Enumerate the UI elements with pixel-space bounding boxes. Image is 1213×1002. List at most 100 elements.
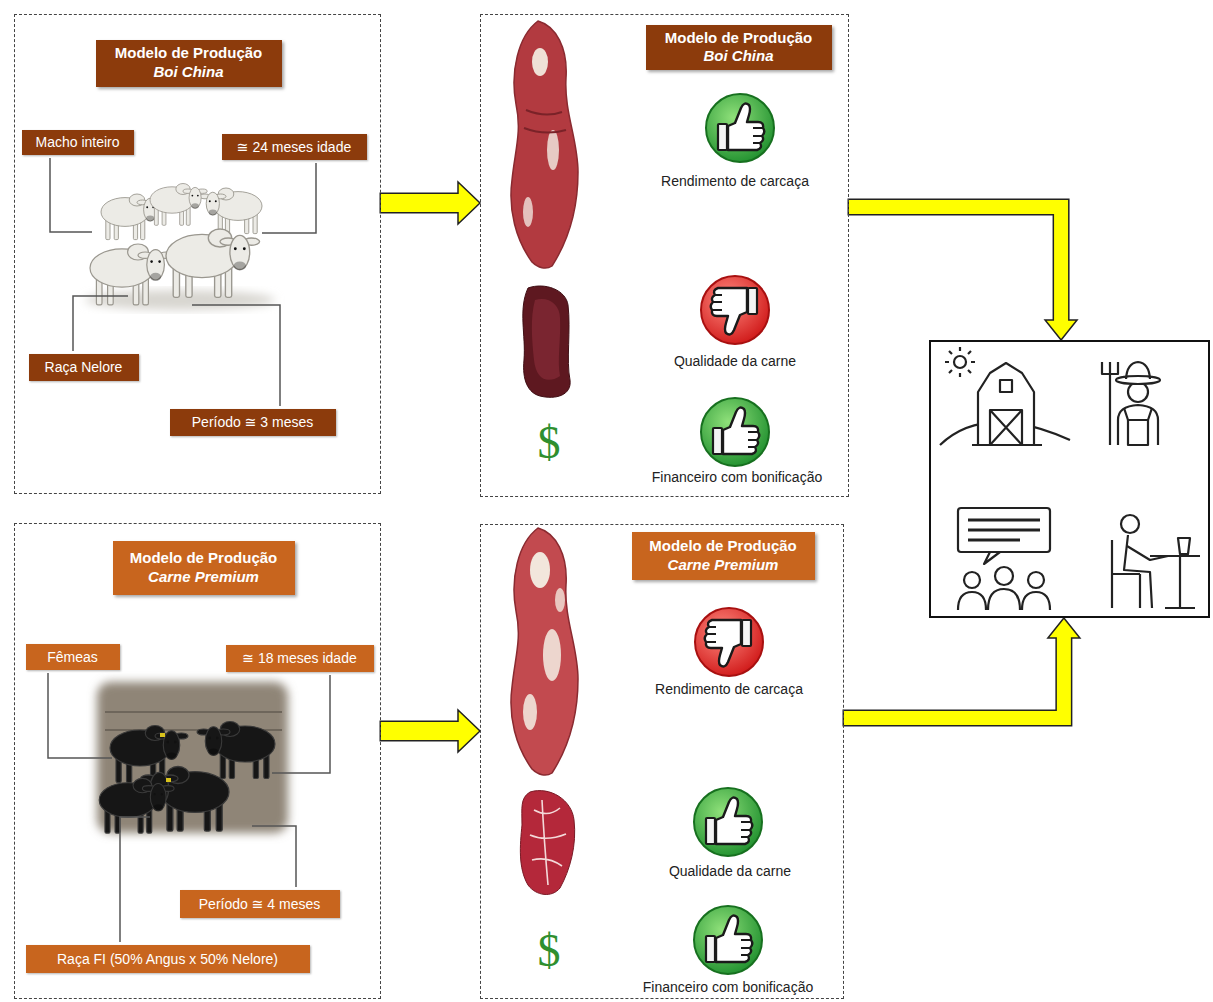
steak-picture: [520, 791, 574, 895]
carcass-picture: [523, 197, 533, 227]
carcass-picture: [532, 48, 548, 76]
dashed-panel: Modelo de ProduçãoBoi China: [480, 14, 849, 497]
thumbs-up-icon: [706, 94, 774, 162]
farmer-icon: [1118, 405, 1158, 445]
arrow-outline: [848, 207, 1062, 320]
farm-icon: [972, 444, 1042, 446]
thumbs-up-icon: [706, 94, 774, 162]
carcass-picture: [555, 588, 565, 612]
farmer-icon: [1128, 420, 1148, 445]
header-text: Modelo de Produção: [649, 537, 797, 556]
header-text: Carne Premium: [668, 556, 779, 575]
icon-box: [929, 340, 1210, 618]
callout-tag: Macho inteiro: [22, 130, 134, 155]
diner-icon: [1112, 540, 1140, 608]
arrow-shaft: [849, 207, 1061, 322]
caption-text: Rendimento de carcaça: [655, 681, 803, 698]
block-arrow: [848, 207, 1078, 340]
meeting-icon: [968, 520, 1040, 540]
steak-picture: [523, 286, 570, 397]
thumbs-up-icon: [694, 906, 762, 974]
nelore-cattle-photo: [150, 184, 207, 226]
diner-icon: [1121, 515, 1139, 533]
farmer-icon: [1102, 362, 1160, 445]
farm-icon: [990, 410, 1022, 445]
callout-tag: Raça FI (50% Angus x 50% Nelore): [26, 945, 310, 973]
header-text: Modelo de Produção: [115, 44, 263, 63]
leader-line: [73, 296, 128, 351]
angus-cattle-photo: [160, 733, 165, 737]
callout-text: ≅ 18 meses idade: [242, 650, 356, 666]
meeting-icon: [958, 589, 1050, 610]
header-box: Modelo de ProduçãoCarne Premium: [632, 532, 815, 580]
header-text: Modelo de Produção: [665, 29, 813, 48]
thumbs-down-icon: [701, 276, 769, 344]
thumbs-up-icon: [713, 408, 759, 454]
callout-tag: ≅ 24 meses idade: [222, 134, 367, 160]
header-text: Boi China: [154, 63, 224, 82]
meeting-icon: [958, 508, 1050, 610]
thumbs-up-icon: [701, 398, 769, 466]
farmer-icon: [1102, 362, 1118, 445]
thumbs-up-icon: [701, 398, 769, 466]
thumbs-down-icon: [695, 608, 763, 676]
arrow-head: [1045, 320, 1077, 340]
callout-text: ≅ 24 meses idade: [237, 139, 351, 155]
header-text: Boi China: [704, 47, 774, 66]
block-arrow: [843, 618, 1080, 718]
farmer-icon: [1116, 376, 1160, 384]
thumbs-up-icon: [694, 906, 762, 974]
arrow-shaft: [381, 722, 460, 740]
arrow-outline: [843, 638, 1064, 718]
thumbs-up-icon: [718, 104, 764, 150]
leader-line: [48, 673, 112, 758]
diner-icon: [1150, 556, 1200, 608]
arrow-head: [458, 710, 480, 752]
meeting-icon: [958, 508, 1050, 552]
diner-icon: [1127, 546, 1168, 560]
carcass-picture: [543, 629, 561, 681]
callout-text: Raça Nelore: [45, 359, 123, 375]
dollar-sign: $: [538, 928, 561, 974]
leader-line: [120, 817, 150, 942]
leader-line: [272, 675, 330, 773]
thumbs-up-icon: [706, 798, 752, 844]
carcass-picture: [547, 130, 559, 170]
thumbs-down-icon: [711, 288, 757, 334]
block-arrow: [380, 710, 481, 752]
arrow-shaft: [844, 636, 1064, 718]
angus-cattle-photo: [97, 682, 288, 833]
callout-text: Macho inteiro: [35, 134, 119, 150]
meeting-icon: [964, 572, 980, 588]
leader-line: [48, 158, 330, 942]
dashed-panel: Modelo de ProduçãoCarne Premium: [480, 524, 844, 999]
leader-line: [192, 305, 280, 406]
carcass-picture: [511, 528, 578, 775]
caption-text: Financeiro com bonificação: [643, 979, 813, 996]
steak-picture: [523, 286, 570, 397]
carcass-picture: [530, 552, 550, 588]
steak-picture: [520, 791, 574, 895]
farmer-icon: [1126, 362, 1150, 379]
carcass-picture: [524, 110, 566, 133]
callout-tag: Período ≅ 4 meses: [180, 890, 340, 918]
callout-tag: Raça Nelore: [29, 354, 139, 381]
leader-line: [252, 826, 296, 887]
caption-text: Financeiro com bonificação: [652, 469, 822, 486]
steak-picture: [530, 800, 566, 885]
nelore-cattle-photo: [85, 184, 275, 311]
thumbs-down-icon: [701, 276, 769, 344]
arrow-head: [458, 182, 480, 224]
callout-text: Período ≅ 3 meses: [192, 414, 313, 430]
caption-text: Qualidade da carne: [669, 863, 791, 880]
farm-icon: [1000, 380, 1012, 392]
arrow-shaft: [381, 194, 460, 212]
meeting-icon: [995, 567, 1013, 585]
steak-picture: [532, 299, 560, 380]
dollar-sign: $: [538, 420, 561, 466]
header-box: Modelo de ProduçãoCarne Premium: [113, 541, 295, 595]
callout-tag: Período ≅ 3 meses: [170, 409, 336, 436]
thumbs-down-icon: [705, 620, 751, 666]
